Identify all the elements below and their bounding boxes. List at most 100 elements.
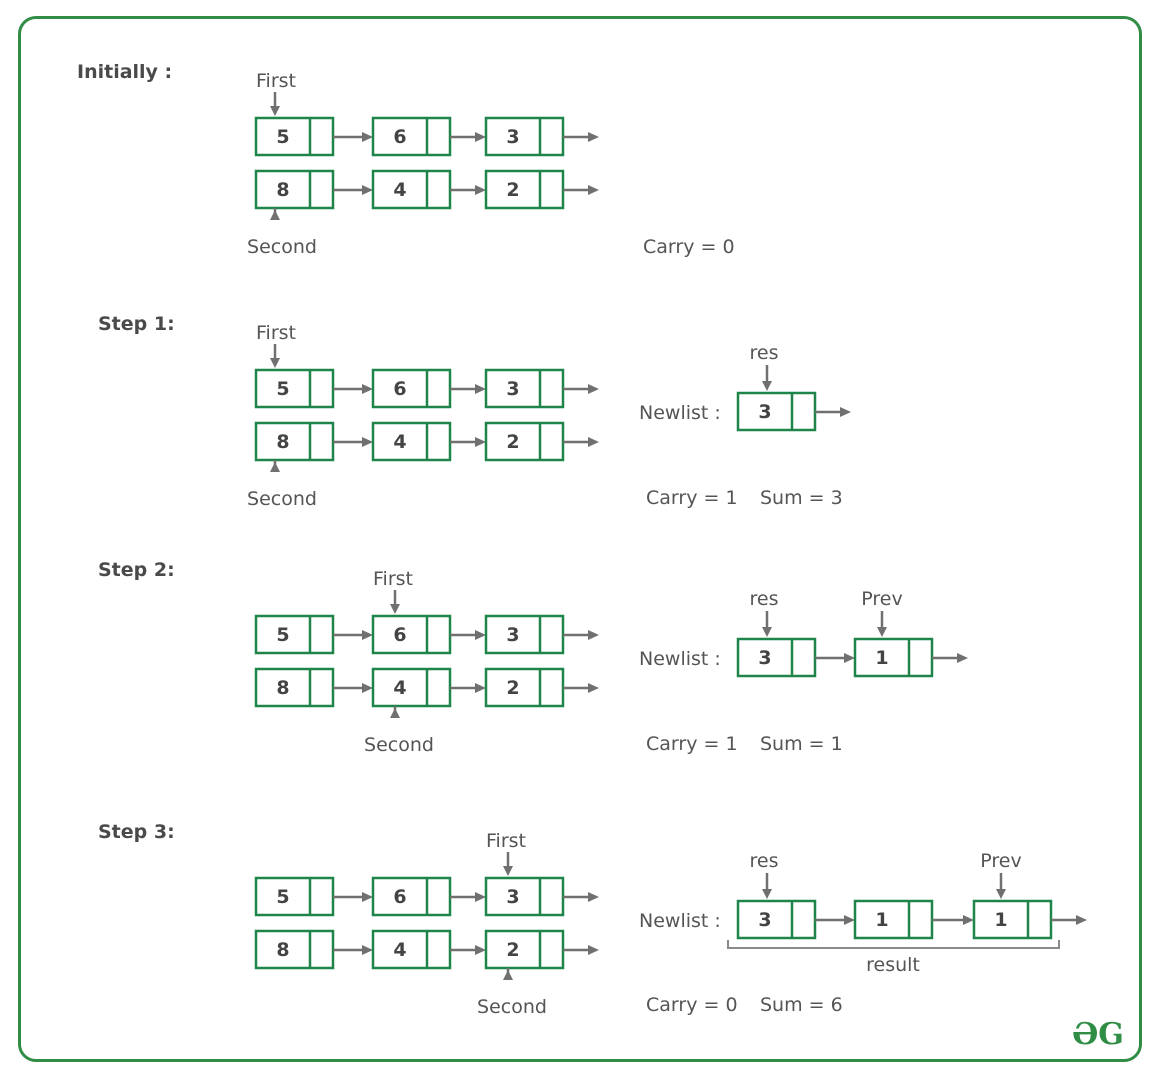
step3-newlist-arrow-2-head <box>1076 915 1087 925</box>
step2-second-pointer-label: Second <box>364 734 434 756</box>
step0-second-list-arrow-1-head <box>475 185 486 195</box>
step1-first-list-arrow-0-head <box>362 384 373 394</box>
step3-res-label: res <box>750 850 779 872</box>
step2-second-list-node-1-box <box>371 667 452 708</box>
step2-first-list-node-2-box <box>484 614 565 655</box>
step0-second-list-node-2-box <box>484 169 565 210</box>
step3-second-list-node-2-value: 2 <box>506 939 519 961</box>
step3-newlist-label: Newlist : <box>639 910 721 932</box>
step2-newlist-label: Newlist : <box>639 648 721 670</box>
step0-second-list-node-2-value: 2 <box>506 179 519 201</box>
step2-newlist-node-1-value: 1 <box>875 647 888 669</box>
step3-second-list-node-1-box <box>371 929 452 970</box>
step3-res-arrow-head <box>762 889 772 899</box>
step3-first-pointer-arrow-head <box>503 866 513 876</box>
step3-second-list-arrow-1-head <box>475 945 486 955</box>
logo: ƏG <box>1072 1017 1124 1052</box>
step2-second-list-arrow-0-head <box>362 683 373 693</box>
step1-second-pointer-label: Second <box>247 488 317 510</box>
step1-second-list-node-2-box <box>484 421 565 462</box>
step2-first-list-node-1-box <box>371 614 452 655</box>
step0-second-list-arrow-0-head <box>362 185 373 195</box>
step2-sum-text: Sum = 1 <box>760 733 843 755</box>
step2-carry-text: Carry = 1 <box>646 733 738 755</box>
step2-first-list-node-1-value: 6 <box>393 624 406 646</box>
step3-sum-text: Sum = 6 <box>760 994 843 1016</box>
step2-first-list-node-2-value: 3 <box>506 624 519 646</box>
step1-res-arrow-head <box>762 381 772 391</box>
step2-second-list-node-0-value: 8 <box>276 677 289 699</box>
step1-newlist-node-0-box <box>736 391 817 432</box>
step0-first-list-node-2-value: 3 <box>506 126 519 148</box>
step3-newlist-arrow-1-head <box>963 915 974 925</box>
step1-second-list-node-2-value: 2 <box>506 431 519 453</box>
step1-second-list-node-1-box <box>371 421 452 462</box>
step1-newlist-node-0-value: 3 <box>758 401 771 423</box>
step2-first-list-arrow-1-head <box>475 630 486 640</box>
step0-first-pointer-label: First <box>256 70 296 92</box>
step1-carry-text: Carry = 1 <box>646 487 738 509</box>
step2-first-list-arrow-2-head <box>588 630 599 640</box>
step1-second-list-arrow-0-head <box>362 437 373 447</box>
step2-second-list-arrow-2-head <box>588 683 599 693</box>
step3-second-list-node-0-value: 8 <box>276 939 289 961</box>
step2-prev-arrow-head <box>877 627 887 637</box>
step3-first-list-node-1-box <box>371 876 452 917</box>
step-label-3: Step 3: <box>98 821 175 843</box>
step1-newlist-label: Newlist : <box>639 402 721 424</box>
step0-first-list-node-1-value: 6 <box>393 126 406 148</box>
step1-second-pointer-arrow-head <box>270 462 280 472</box>
step3-prev-arrow-head <box>996 889 1006 899</box>
step2-first-list-node-0-box <box>254 614 335 655</box>
step0-second-list-node-1-box <box>371 169 452 210</box>
step3-first-list-arrow-2-head <box>588 892 599 902</box>
step1-first-list-arrow-2-head <box>588 384 599 394</box>
step1-first-pointer-label: First <box>256 322 296 344</box>
step0-carry-text: Carry = 0 <box>643 236 735 258</box>
step3-result-bracket <box>727 940 1060 949</box>
step0-second-list-node-0-box <box>254 169 335 210</box>
step3-result-label: result <box>866 954 920 976</box>
step0-first-list-arrow-1-head <box>475 132 486 142</box>
step0-first-list-node-0-value: 5 <box>276 126 289 148</box>
step3-first-list-arrow-0-head <box>362 892 373 902</box>
step2-second-list-node-0-box <box>254 667 335 708</box>
step3-first-list-node-2-box <box>484 876 565 917</box>
step2-newlist-node-0-box <box>736 637 817 678</box>
step2-second-list-node-2-value: 2 <box>506 677 519 699</box>
step1-res-label: res <box>750 342 779 364</box>
step3-first-list-node-2-value: 3 <box>506 886 519 908</box>
step1-sum-text: Sum = 3 <box>760 487 843 509</box>
step0-second-pointer-arrow-head <box>270 210 280 220</box>
step2-second-pointer-arrow-head <box>390 708 400 718</box>
step3-first-list-arrow-1-head <box>475 892 486 902</box>
step1-first-list-node-1-box <box>371 368 452 409</box>
step0-second-pointer-label: Second <box>247 236 317 258</box>
step2-newlist-node-1-box <box>853 637 934 678</box>
step2-first-pointer-label: First <box>373 568 413 590</box>
step2-second-list-arrow-1-head <box>475 683 486 693</box>
step1-second-list-node-1-value: 4 <box>393 431 406 453</box>
step3-first-pointer-label: First <box>486 830 526 852</box>
step3-prev-label: Prev <box>980 850 1021 872</box>
step0-first-list-node-2-box <box>484 116 565 157</box>
step3-second-pointer-arrow-head <box>503 970 513 980</box>
step-label-1: Step 1: <box>98 313 175 335</box>
step2-newlist-arrow-1-head <box>957 653 968 663</box>
step2-res-arrow-head <box>762 627 772 637</box>
step2-second-list-node-1-value: 4 <box>393 677 406 699</box>
step1-first-list-node-0-value: 5 <box>276 378 289 400</box>
step2-res-label: res <box>750 588 779 610</box>
step3-second-pointer-label: Second <box>477 996 547 1018</box>
step0-second-list-arrow-2-head <box>588 185 599 195</box>
step2-first-pointer-arrow-head <box>390 604 400 614</box>
step1-newlist-arrow-0-head <box>840 407 851 417</box>
step3-second-list-node-0-box <box>254 929 335 970</box>
step0-first-pointer-arrow-head <box>270 106 280 116</box>
step1-first-list-arrow-1-head <box>475 384 486 394</box>
step2-newlist-node-0-value: 3 <box>758 647 771 669</box>
step3-first-list-node-0-box <box>254 876 335 917</box>
step2-first-list-arrow-0-head <box>362 630 373 640</box>
step0-second-list-node-0-value: 8 <box>276 179 289 201</box>
